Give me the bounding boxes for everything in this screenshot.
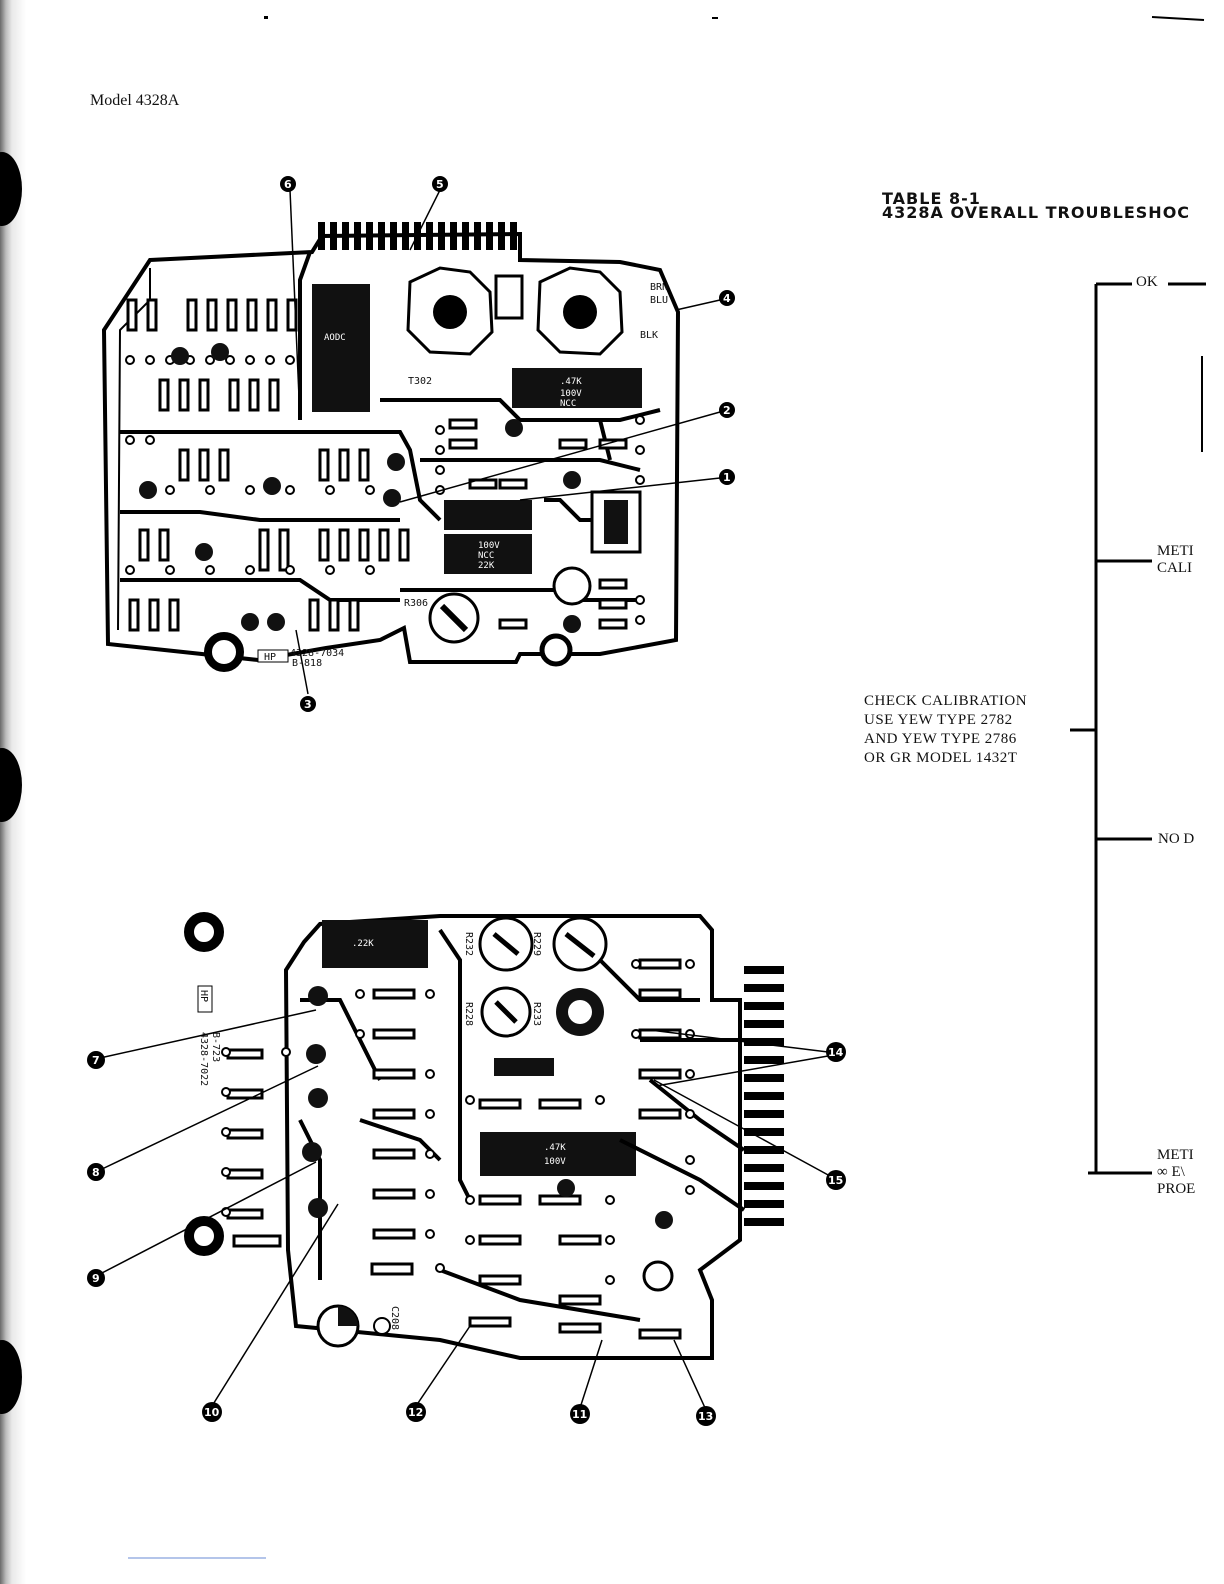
branch-line: PROE xyxy=(1157,1181,1196,1197)
ref-t302: T302 xyxy=(408,376,432,387)
branch-meter-infinite: METI ∞ E\ PROE xyxy=(1157,1147,1196,1198)
svg-text:13: 13 xyxy=(698,1410,713,1423)
revision-a: B-818 xyxy=(292,658,322,669)
punch-hole xyxy=(0,152,22,226)
branch-line: METI xyxy=(1157,543,1194,559)
svg-text:AODC: AODC xyxy=(324,333,346,343)
edge-connector-b xyxy=(744,966,784,1226)
resistor-label: .47K xyxy=(560,377,582,387)
resistor-label: 100V xyxy=(560,389,582,399)
leader-lines-a xyxy=(289,189,721,695)
svg-text:3: 3 xyxy=(304,698,312,711)
ref-r232: R232 xyxy=(463,932,474,956)
ref-r233: R233 xyxy=(531,1002,542,1026)
wire-label-blu: BLU xyxy=(650,295,668,306)
svg-text:2: 2 xyxy=(723,404,731,417)
ref-c208: C208 xyxy=(389,1306,400,1330)
svg-text:15: 15 xyxy=(828,1174,843,1187)
callout-11: 11 xyxy=(570,1404,590,1424)
callout-1: 1 xyxy=(719,469,735,485)
branch-meter-calibration: METI CALI xyxy=(1157,543,1194,577)
check-calibration-box: CHECK CALIBRATION USE YEW TYPE 2782 AND … xyxy=(864,692,1027,768)
branch-line: CALI xyxy=(1157,560,1192,576)
svg-text:8: 8 xyxy=(92,1166,100,1179)
resistor-label: 100V xyxy=(544,1157,566,1167)
table-title: 4328A OVERALL TROUBLESHOC xyxy=(882,203,1191,222)
svg-text:5: 5 xyxy=(436,178,444,191)
circuit-board-a: AODC .47K 100V NCC 100V NCC 22K xyxy=(101,222,681,672)
svg-text:12: 12 xyxy=(408,1406,423,1419)
circuit-board-b: .22K .47K 100V xyxy=(184,912,784,1360)
svg-text:10: 10 xyxy=(204,1406,220,1419)
callout-2: 2 xyxy=(719,402,735,418)
check-line: USE YEW TYPE 2782 xyxy=(864,712,1013,728)
model-header: Model 4328A xyxy=(90,92,180,109)
callout-7: 7 xyxy=(87,1051,105,1069)
callout-10: 10 xyxy=(202,1402,222,1422)
callout-15: 15 xyxy=(826,1170,846,1190)
callout-4: 4 xyxy=(719,290,735,306)
svg-text:9: 9 xyxy=(92,1272,100,1285)
punch-hole xyxy=(0,1340,22,1414)
callout-9: 9 xyxy=(87,1269,105,1287)
revision-b: B-723 xyxy=(210,1032,221,1062)
punch-hole xyxy=(0,748,22,822)
part-number-a: 4328-7034 xyxy=(290,648,344,659)
hp-logo: HP xyxy=(264,652,276,663)
svg-text:4: 4 xyxy=(723,292,731,305)
resistor-label: .22K xyxy=(352,939,374,949)
part-number-b: 4328-7022 xyxy=(198,1032,209,1086)
resistor-label: NCC xyxy=(478,551,494,561)
svg-text:7: 7 xyxy=(92,1054,100,1067)
callout-5: 5 xyxy=(432,176,448,192)
branch-no-deflection: NO D xyxy=(1158,831,1195,848)
svg-text:14: 14 xyxy=(828,1046,844,1059)
callouts-board-a: 6 5 4 2 1 3 xyxy=(280,176,735,712)
branch-ok: OK xyxy=(1136,274,1158,291)
branch-line: ∞ E\ xyxy=(1157,1164,1185,1180)
hp-logo-b: HP xyxy=(198,990,209,1002)
resistor-label: NCC xyxy=(560,399,576,409)
callout-13: 13 xyxy=(696,1406,716,1426)
wire-label-blk: BLK xyxy=(640,330,658,341)
resistor-label: .47K xyxy=(544,1143,566,1153)
resistor-22k-a xyxy=(444,534,532,574)
resistor-47k-b xyxy=(480,1132,636,1176)
resistor-label: 22K xyxy=(478,561,495,571)
ref-r229: R229 xyxy=(531,932,542,956)
flowchart-lines xyxy=(1070,282,1206,1175)
check-line: OR GR MODEL 1432T xyxy=(864,750,1018,766)
callout-14: 14 xyxy=(826,1042,846,1062)
ref-r228: R228 xyxy=(463,1002,474,1026)
resistor-label: 100V xyxy=(478,541,500,551)
scan-marks xyxy=(128,16,1205,1559)
svg-text:1: 1 xyxy=(723,471,731,484)
resistor-22k-b xyxy=(322,920,428,968)
ref-r306: R306 xyxy=(404,598,428,609)
svg-text:6: 6 xyxy=(284,178,292,191)
callout-8: 8 xyxy=(87,1163,105,1181)
table-heading: TABLE 8-1 4328A OVERALL TROUBLESHOC xyxy=(882,189,1191,222)
callout-6: 6 xyxy=(280,176,296,192)
check-line: CHECK CALIBRATION xyxy=(864,693,1028,709)
wire-label-brn: BRN xyxy=(650,282,668,293)
resistor-47k-a xyxy=(512,368,642,408)
svg-text:11: 11 xyxy=(572,1408,587,1421)
branch-line: METI xyxy=(1157,1147,1194,1163)
callouts-board-b: 7 8 9 10 12 11 13 14 15 xyxy=(87,1042,846,1426)
table-number: TABLE 8-1 xyxy=(882,189,981,208)
callout-3: 3 xyxy=(300,696,316,712)
callout-12: 12 xyxy=(406,1402,426,1422)
leader-lines-b xyxy=(99,1009,831,1411)
check-line: AND YEW TYPE 2786 xyxy=(864,731,1017,747)
